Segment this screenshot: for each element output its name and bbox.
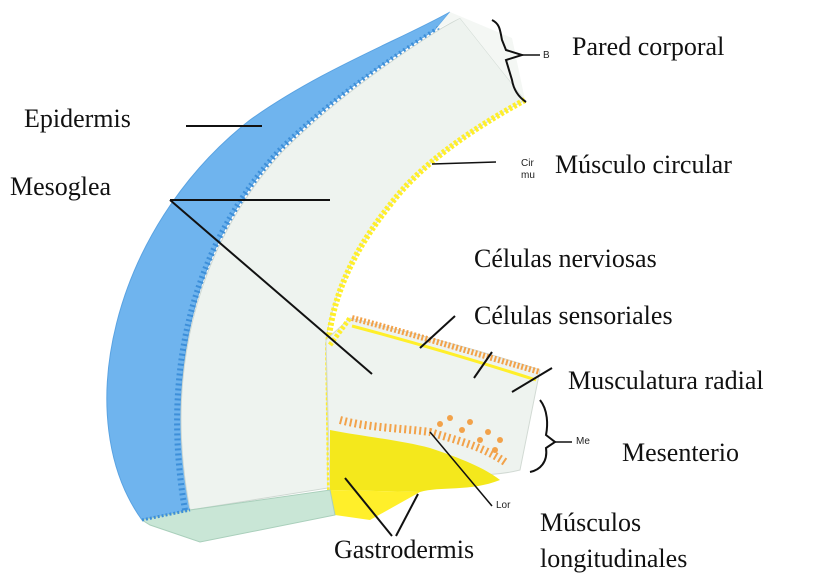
label-longitudinales: longitudinales: [540, 544, 687, 574]
label-musculo-circular: Músculo circular: [555, 150, 732, 180]
label-gastrodermis: Gastrodermis: [334, 535, 474, 565]
label-pared-corporal: Pared corporal: [572, 32, 724, 62]
musculo-circular-leader: [432, 162, 496, 164]
label-celulas-nerviosas: Células nerviosas: [474, 244, 657, 274]
label-musculatura-radial: Musculatura radial: [568, 366, 764, 396]
label-celulas-sensoriales: Células sensoriales: [474, 301, 673, 331]
label-musculos: Músculos: [540, 508, 641, 538]
label-epidermis: Epidermis: [24, 104, 131, 134]
label-mesenterio: Mesenterio: [622, 438, 739, 468]
mesenterio-bracket: [530, 400, 555, 472]
residual-label-mu: mu: [521, 170, 535, 181]
residual-label-lor: Lor: [496, 500, 510, 511]
label-mesoglea: Mesoglea: [10, 172, 111, 202]
residual-label-b: B: [543, 50, 550, 61]
residual-label-me: Me: [576, 436, 590, 447]
residual-label-cir: Cir: [521, 158, 534, 169]
